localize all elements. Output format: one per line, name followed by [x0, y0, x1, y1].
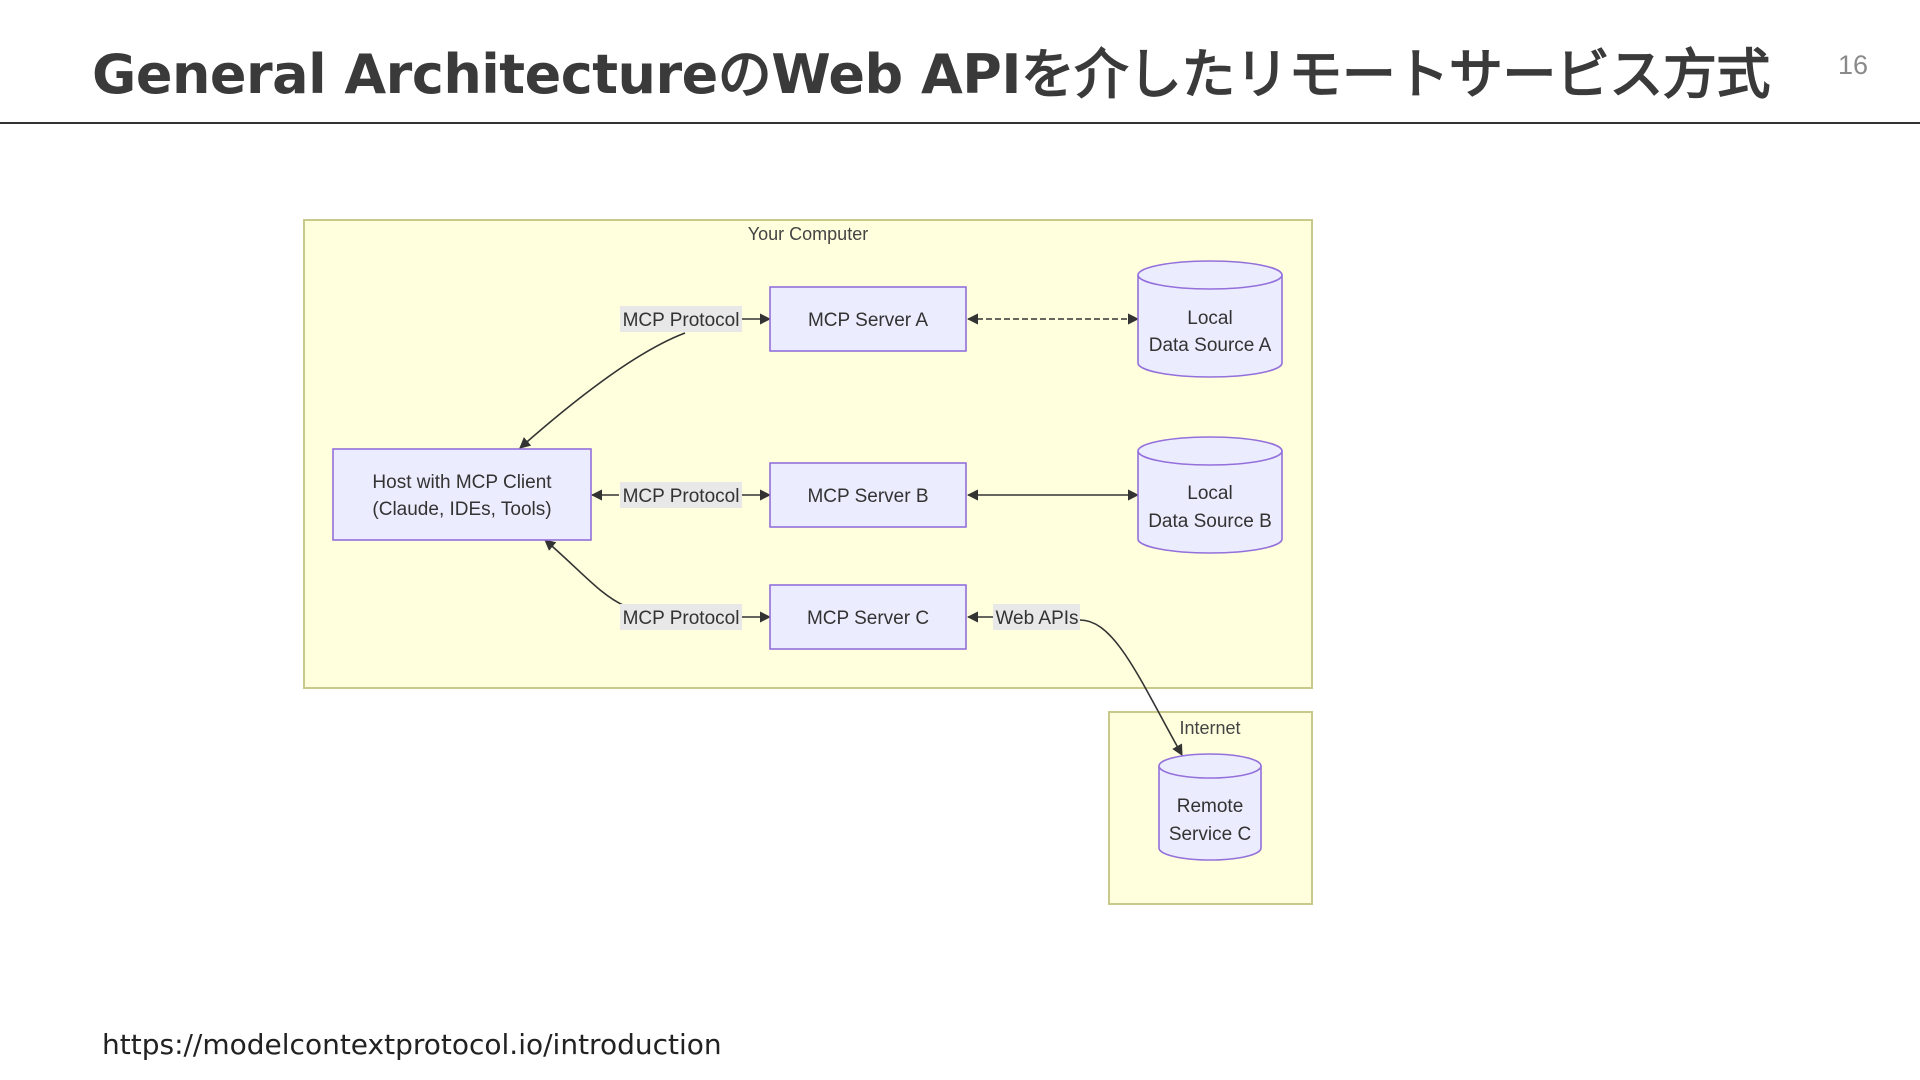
svg-text:Web APIs: Web APIs [995, 608, 1078, 629]
region-internet-label: Internet [1179, 718, 1240, 738]
node-remote-service-c: Remote Service C [1158, 753, 1262, 861]
edge-label-protocol-a: MCP Protocol [620, 306, 742, 332]
node-local-data-source-a: Local Data Source A [1137, 260, 1283, 378]
svg-text:Local: Local [1187, 308, 1232, 329]
edge-web-apis-remote [1079, 619, 1183, 756]
edges [519, 313, 1183, 756]
node-host-mcp-client: Host with MCP Client (Claude, IDEs, Tool… [332, 448, 592, 541]
svg-text:Local: Local [1187, 483, 1232, 504]
node-mcp-server-c: MCP Server C [769, 584, 967, 650]
edge-host-server-c [544, 539, 626, 607]
slide-title: General ArchitectureのWeb APIを介したリモートサービス… [92, 43, 1770, 106]
svg-text:Data Source A: Data Source A [1149, 335, 1272, 356]
svg-text:MCP Protocol: MCP Protocol [623, 310, 740, 331]
node-mcp-server-a: MCP Server A [769, 286, 967, 352]
node-local-data-source-b: Local Data Source B [1137, 436, 1283, 554]
svg-text:MCP Server B: MCP Server B [807, 486, 928, 507]
region-your-computer-label: Your Computer [748, 224, 868, 244]
svg-text:Service C: Service C [1169, 824, 1251, 845]
source-url: https://modelcontextprotocol.io/introduc… [102, 1028, 722, 1061]
edge-label-protocol-b: MCP Protocol [620, 482, 742, 508]
svg-text:MCP Protocol: MCP Protocol [623, 608, 740, 629]
svg-text:MCP Protocol: MCP Protocol [623, 486, 740, 507]
edge-label-web-apis: Web APIs [993, 604, 1080, 630]
node-mcp-server-b: MCP Server B [769, 462, 967, 528]
svg-text:MCP Server C: MCP Server C [807, 608, 929, 629]
page-number: 16 [1838, 50, 1869, 80]
edge-label-protocol-c: MCP Protocol [620, 604, 742, 630]
title-divider [0, 122, 1920, 124]
edge-host-server-a [519, 332, 686, 449]
node-host-line2: (Claude, IDEs, Tools) [372, 499, 551, 520]
svg-text:Remote: Remote [1177, 796, 1244, 817]
svg-text:MCP Server A: MCP Server A [808, 310, 928, 331]
svg-text:Data Source B: Data Source B [1148, 511, 1272, 532]
node-host-line1: Host with MCP Client [372, 472, 552, 493]
